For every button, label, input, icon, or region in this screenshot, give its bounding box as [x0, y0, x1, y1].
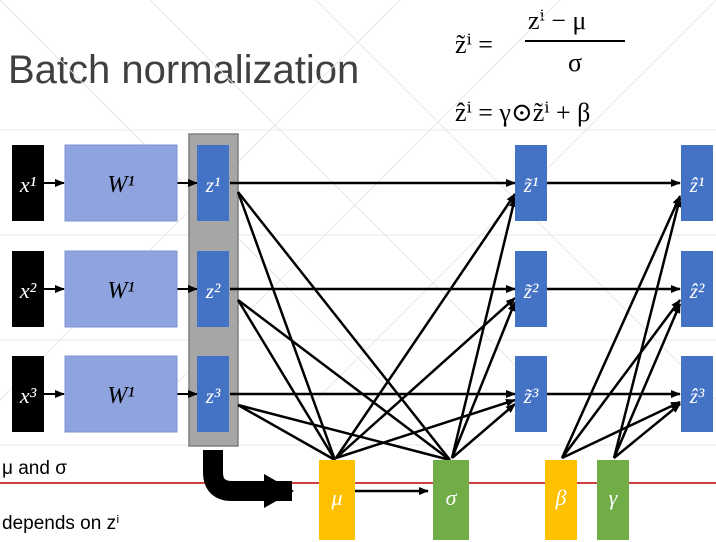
big-curved-arrow	[203, 450, 294, 508]
formula-z-hat: ẑⁱ = γ⊙z̃ⁱ + β	[455, 98, 591, 127]
z-hat-box-1	[681, 145, 713, 221]
note-line-2: depends on zⁱ	[2, 513, 120, 534]
gamma-box	[597, 460, 629, 540]
z-tilde-label-3: z̃³	[523, 384, 539, 408]
input-label-1: x¹	[19, 172, 36, 197]
mu-box	[319, 460, 355, 540]
weight-box-3	[64, 355, 178, 433]
weight-box-2	[64, 250, 178, 328]
beta-label: β	[555, 485, 567, 510]
sigma-box	[433, 460, 469, 540]
slide-title: Batch normalization	[8, 48, 360, 92]
stats-arrows	[236, 191, 682, 495]
z-hat-box-3	[681, 356, 713, 432]
input-box-1	[12, 145, 44, 221]
z-hat-label-1: ẑ¹	[689, 173, 704, 197]
z-tilde-label-2: z̃²	[523, 279, 539, 303]
z-hat-label-3: ẑ³	[689, 384, 705, 408]
mu-label: μ	[330, 485, 342, 510]
z-box-2	[197, 251, 229, 327]
note-line-1: μ and σ	[2, 458, 67, 479]
z-label-3: z³	[205, 384, 221, 408]
formula-z-tilde-denominator: σ	[568, 48, 583, 77]
input-box-2	[12, 251, 44, 327]
z-box-3	[197, 356, 229, 432]
z-tilde-box-3	[515, 356, 547, 432]
beta-box	[545, 460, 577, 540]
weight-label-1: W¹	[107, 172, 134, 198]
z-box-1	[197, 145, 229, 221]
z-label-2: z²	[205, 279, 221, 303]
weight-box-1	[64, 144, 178, 222]
z-label-1: z¹	[205, 173, 220, 197]
z-tilde-box-1	[515, 145, 547, 221]
z-hat-label-2: ẑ²	[689, 279, 705, 303]
z-to-ztilde-arrows	[230, 179, 681, 398]
input-arrows	[44, 179, 198, 398]
z-tilde-box-2	[515, 251, 547, 327]
weight-label-3: W¹	[107, 383, 134, 409]
formula-z-tilde-numerator: zⁱ − μ	[528, 6, 587, 35]
z-hat-box-2	[681, 251, 713, 327]
fraction-bar	[525, 40, 625, 42]
formula-z-tilde-lhs: z̃ⁱ =	[455, 30, 493, 59]
input-label-3: x³	[19, 383, 37, 408]
sigma-label: σ	[446, 485, 458, 510]
weight-label-2: W¹	[107, 278, 134, 304]
gamma-label: γ	[609, 485, 619, 510]
input-box-3	[12, 356, 44, 432]
input-label-2: x²	[19, 278, 37, 303]
z-tilde-label-1: z̃¹	[523, 173, 538, 197]
